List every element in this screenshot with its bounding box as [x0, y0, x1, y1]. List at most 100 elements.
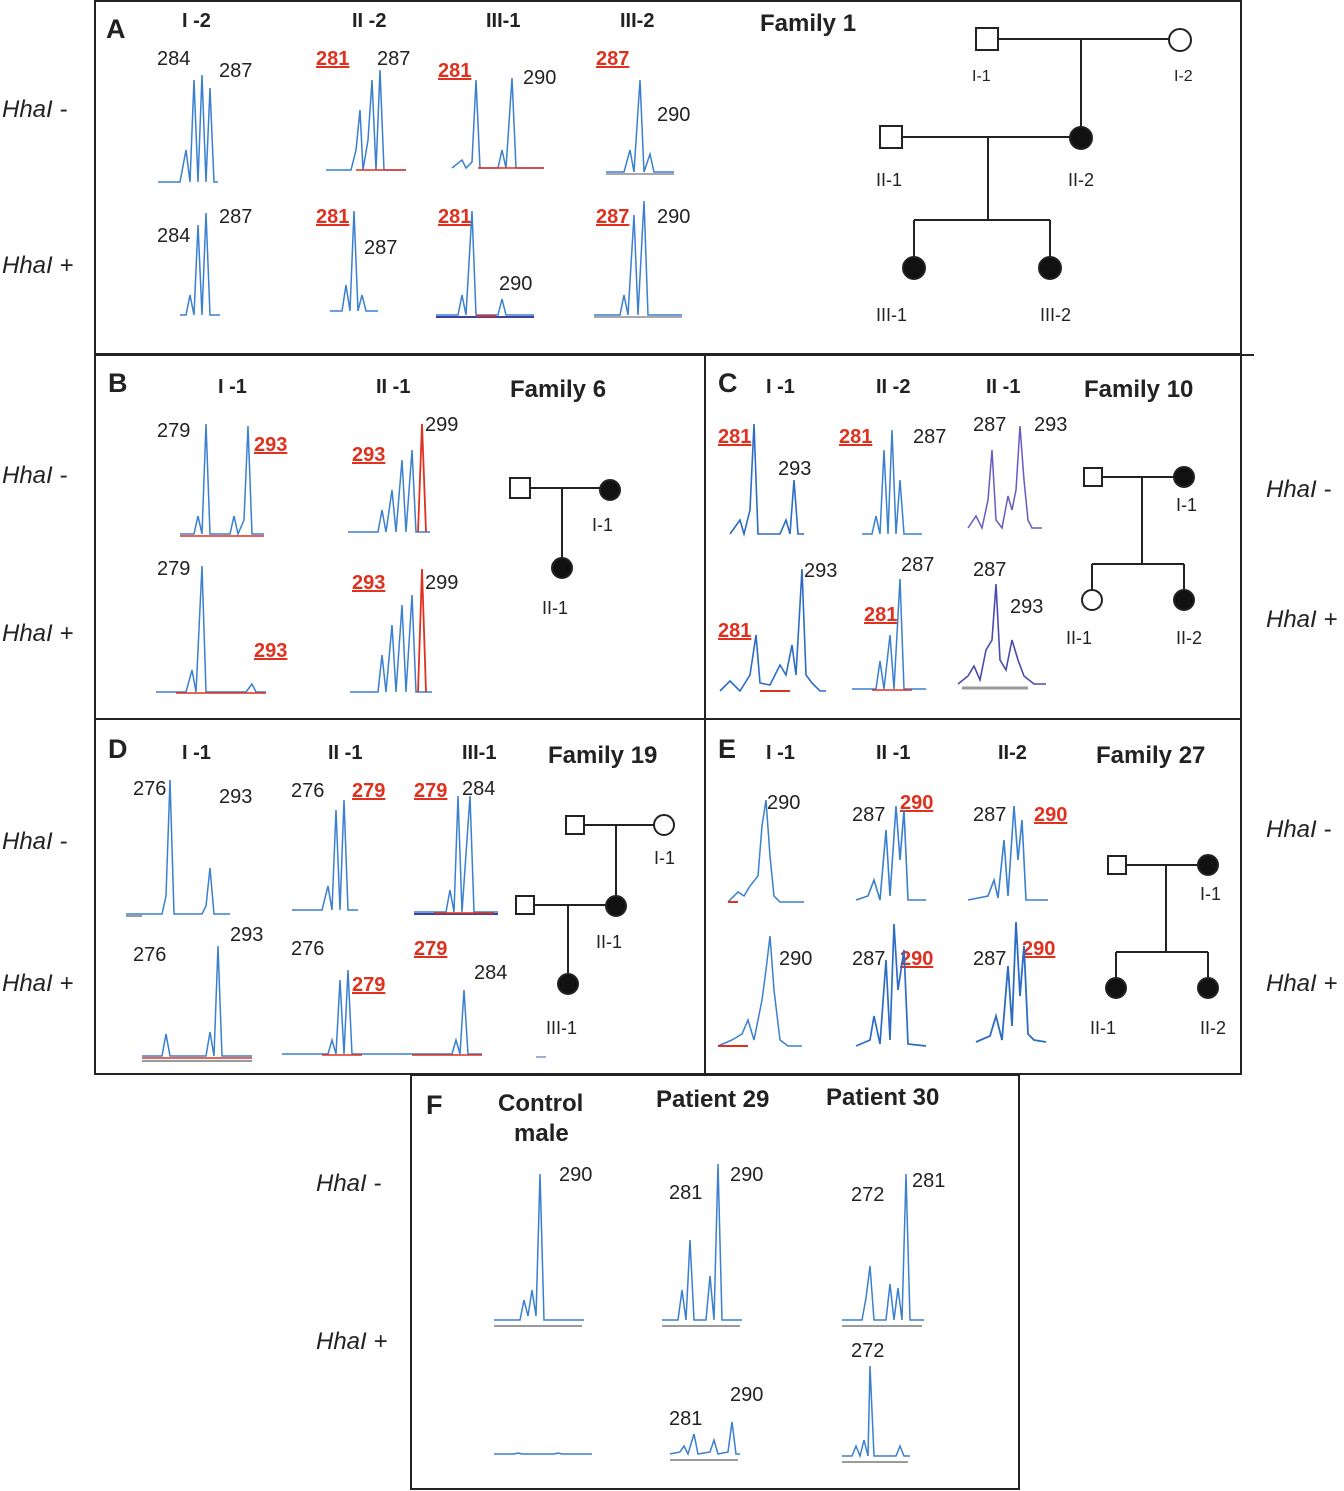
- female-affected-symbol: [605, 895, 627, 917]
- condition-label-minus: HhaI -: [2, 462, 68, 489]
- pedigree-label: II-2: [1176, 628, 1203, 648]
- peak-label: 281: [912, 1170, 946, 1192]
- peak-label: 287: [973, 804, 1007, 826]
- sample-header: III-2: [620, 10, 655, 32]
- electropherogram-trace: [494, 1173, 584, 1327]
- panel-letter: A: [106, 14, 126, 44]
- peak-label: 279: [157, 558, 191, 580]
- peak-label: 290: [657, 104, 691, 126]
- peak-label-highlighted: 279: [352, 780, 386, 802]
- sample-header: II -1: [328, 742, 363, 764]
- electropherogram-trace: [975, 921, 1047, 1043]
- female-unaffected-symbol: [1168, 28, 1192, 52]
- peak-label-highlighted: 281: [718, 620, 752, 642]
- panel-b: [94, 354, 706, 720]
- electropherogram-trace: [957, 583, 1046, 690]
- peak-label: 284: [462, 778, 496, 800]
- electropherogram-trace: [842, 1365, 910, 1463]
- pedigree-family-1: [879, 27, 1192, 280]
- peak-label: 287: [901, 554, 935, 576]
- condition-label-plus: HhaI +: [1266, 970, 1338, 997]
- condition-label-plus: HhaI +: [316, 1328, 388, 1355]
- peak-label-highlighted: 290: [1034, 804, 1068, 826]
- peak-label: 279: [157, 420, 191, 442]
- peak-label: 276: [133, 778, 167, 800]
- peak-label: 284: [157, 225, 191, 247]
- pedigree-label: III-1: [876, 305, 908, 325]
- peak-label: 293: [778, 458, 812, 480]
- female-affected-symbol: [551, 557, 573, 579]
- pedigree-label: I-1: [1200, 884, 1222, 904]
- peak-label: 287: [973, 559, 1007, 581]
- electropherogram-trace: [862, 429, 922, 535]
- sample-header: I -2: [182, 10, 211, 32]
- peak-label-highlighted: 281: [864, 604, 898, 626]
- sample-header: I -1: [766, 742, 795, 764]
- condition-label-minus: HhaI -: [2, 96, 68, 123]
- peak-label-highlighted: 281: [438, 60, 472, 82]
- peak-label: 299: [425, 414, 459, 436]
- pedigree-label: I-1: [592, 515, 614, 535]
- pedigree-label: I-1: [972, 68, 991, 85]
- female-affected-symbol: [1038, 256, 1062, 280]
- peak-label: 276: [291, 938, 325, 960]
- pedigree-label: III-1: [546, 1018, 578, 1038]
- peak-label: 287: [973, 948, 1007, 970]
- pedigree-family-19: [515, 814, 675, 995]
- female-affected-symbol: [557, 973, 579, 995]
- peak-label: 290: [499, 273, 533, 295]
- sample-header: I -1: [218, 376, 247, 398]
- peak-label: 284: [157, 48, 191, 70]
- peak-label-highlighted: 287: [596, 206, 630, 228]
- peak-label-highlighted: 287: [596, 48, 630, 70]
- peak-label-highlighted: 293: [352, 572, 386, 594]
- electropherogram-trace: [606, 79, 674, 175]
- condition-label-minus: HhaI -: [2, 828, 68, 855]
- electropherogram-trace: [494, 1452, 592, 1455]
- electropherogram-trace: [727, 799, 804, 903]
- electropherogram-trace: [282, 969, 482, 1056]
- peak-label: 287: [852, 948, 886, 970]
- electropherogram-trace: [729, 423, 804, 538]
- condition-label-minus: HhaI -: [316, 1170, 382, 1197]
- pedigree-label: II-2: [1068, 170, 1095, 190]
- peak-label-highlighted: 281: [839, 426, 873, 448]
- peak-label: 290: [657, 206, 691, 228]
- female-unaffected-symbol: [653, 814, 675, 836]
- electropherogram-trace: [662, 1163, 742, 1327]
- peak-label: 287: [852, 804, 886, 826]
- condition-label-minus: HhaI -: [1266, 816, 1332, 843]
- electropherogram-trace: [967, 425, 1042, 531]
- electropherogram-trace: [350, 568, 432, 693]
- electropherogram-trace: [142, 945, 252, 1062]
- sample-header: Patient 30: [826, 1084, 940, 1111]
- peak-label-highlighted: 281: [316, 206, 350, 228]
- peak-label-highlighted: 281: [718, 426, 752, 448]
- peak-label: 287: [364, 237, 398, 259]
- panel-letter: F: [426, 1090, 443, 1120]
- peak-label: 290: [730, 1164, 764, 1186]
- electropherogram-trace: [842, 1173, 924, 1327]
- female-affected-symbol: [1197, 977, 1219, 999]
- family-title: Family 19: [548, 742, 658, 769]
- peak-label-highlighted: 279: [414, 780, 448, 802]
- pedigree-label: II-1: [542, 598, 569, 618]
- family-title: Family 1: [760, 10, 857, 37]
- condition-label-plus: HhaI +: [2, 970, 74, 997]
- panel-letter: B: [108, 368, 128, 398]
- electropherogram-trace: [180, 212, 220, 316]
- male-unaffected-symbol: [1107, 855, 1127, 875]
- peak-label: 272: [851, 1340, 885, 1362]
- peak-label-highlighted: 293: [254, 434, 288, 456]
- pedigree-family-6: [509, 477, 621, 579]
- peak-label: 276: [133, 944, 167, 966]
- electropherogram-trace: [126, 779, 230, 917]
- peak-label: 276: [291, 780, 325, 802]
- sample-header: II -2: [352, 10, 387, 32]
- pedigree-label: II-1: [876, 170, 903, 190]
- family-title: Family 27: [1096, 742, 1206, 769]
- baseline-mark: [536, 1056, 546, 1058]
- electropherogram-trace: [855, 923, 927, 1047]
- electropherogram-trace: [717, 935, 802, 1047]
